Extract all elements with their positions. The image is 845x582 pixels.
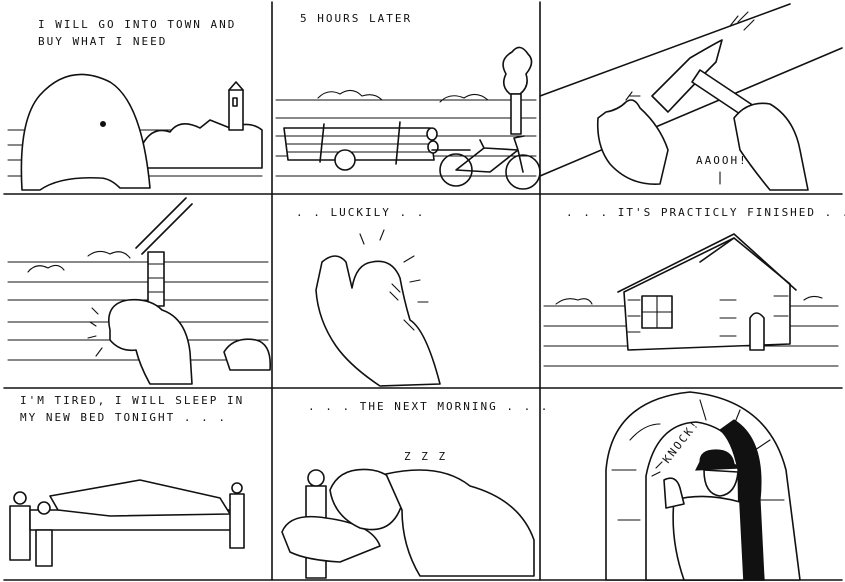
- panel-grid: [3, 1, 843, 581]
- cloud: [555, 298, 593, 305]
- cloud: [803, 295, 823, 301]
- door-shadow: [719, 419, 765, 581]
- bicycle: [439, 135, 541, 190]
- plank-edge: [539, 3, 791, 97]
- chimney-smoke: [502, 46, 533, 135]
- panel-8-next-morning: . . . THE NEXT MORNING . . . Z Z Z: [281, 400, 549, 579]
- caption-line-1: . . . THE NEXT MORNING . . .: [308, 400, 549, 413]
- panel-3-hammer: AAOOH!: [539, 3, 843, 191]
- caption-line-1: I'M TIRED, I WILL SLEEP IN: [20, 394, 244, 407]
- left-hand: [596, 99, 669, 185]
- caption-line-1: . . LUCKILY . .: [296, 206, 425, 219]
- empty-bed: [9, 479, 245, 567]
- knocking-fist: [663, 477, 685, 509]
- stone-wall-post: [135, 197, 193, 307]
- panel-1-town-trip: I WILL GO INTO TOWN AND BUY WHAT I NEED: [7, 18, 263, 191]
- exclamation-text: AAOOH!: [696, 154, 748, 167]
- panel-9-knock: KNOCK!: [605, 391, 801, 581]
- character-eye: [99, 120, 106, 127]
- log-cart: [283, 121, 471, 171]
- panel-5-luckily: . . LUCKILY . .: [296, 206, 441, 387]
- rock: [223, 338, 272, 371]
- panel-4-hurt-thumb: [7, 197, 272, 385]
- right-hand: [733, 102, 809, 191]
- cloud: [87, 250, 131, 259]
- cloud: [27, 264, 65, 273]
- caption-line-2: BUY WHAT I NEED: [38, 35, 167, 48]
- visitor-with-bowler-hat: [663, 449, 745, 581]
- panel-7-tired-bed: I'M TIRED, I WILL SLEEP IN MY NEW BED TO…: [9, 394, 245, 567]
- pillow: [281, 515, 381, 563]
- cloud: [317, 89, 383, 101]
- caption-line-1: I WILL GO INTO TOWN AND: [38, 18, 236, 31]
- visitor-face: [703, 469, 739, 497]
- house-door: [749, 312, 765, 351]
- plank-edge: [539, 47, 843, 177]
- snore-text: Z Z Z: [404, 450, 447, 463]
- caption-line-1: . . . IT'S PRACTICLY FINISHED . . .: [566, 206, 845, 219]
- panel-6-house: . . . IT'S PRACTICLY FINISHED . . .: [543, 206, 845, 367]
- caption-line-1: 5 HOURS LATER: [300, 12, 412, 25]
- bowler-hat: [695, 449, 742, 471]
- sleeping-bed: [281, 468, 535, 579]
- open-hand: [315, 255, 441, 387]
- caption-line-2: MY NEW BED TONIGHT . . .: [20, 411, 227, 424]
- cloud: [439, 93, 489, 103]
- nail: [625, 91, 641, 101]
- visitor-body: [672, 495, 745, 581]
- panel-2-bike-cart: 5 HOURS LATER: [275, 12, 541, 190]
- distant-town: [139, 81, 263, 169]
- character-head: [20, 73, 151, 191]
- stone-house: [617, 233, 797, 351]
- blanket: [385, 469, 535, 577]
- hurt-person: [108, 298, 193, 385]
